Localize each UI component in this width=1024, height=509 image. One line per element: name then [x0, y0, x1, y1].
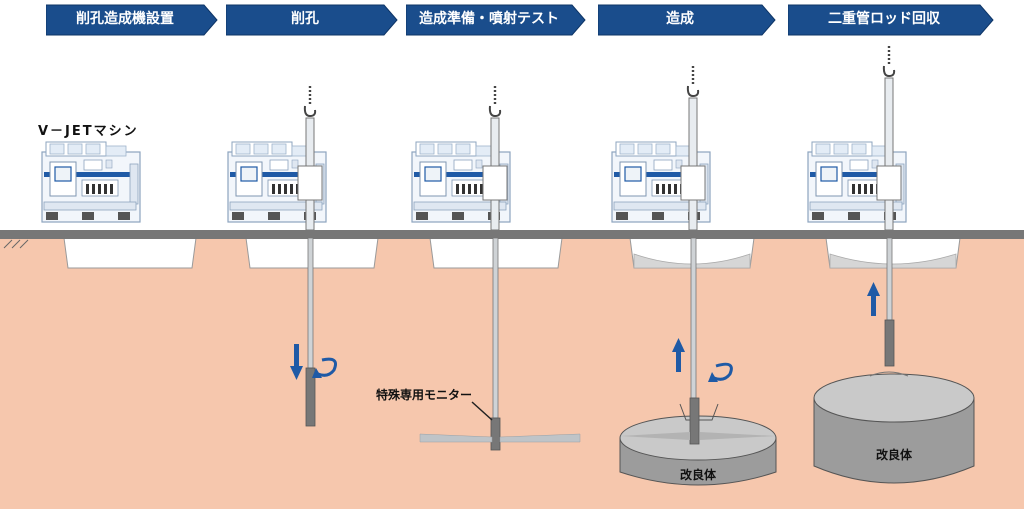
- improved-body-label-2: 改良体: [876, 448, 913, 462]
- slurry-pit-4: [633, 253, 751, 269]
- surface-pits: [63, 237, 961, 269]
- step-4-chevron: [598, 4, 776, 36]
- rig-3: [482, 84, 508, 451]
- step-5-label: 二重管ロッド回収: [828, 11, 940, 27]
- improved-body-forming: [619, 397, 777, 486]
- monitor-label: 特殊専用モニター: [376, 388, 473, 402]
- step-4-header: 造成: [598, 4, 776, 38]
- rotate-arrowhead-icon: [312, 368, 322, 378]
- step-1-chevron: [46, 4, 218, 36]
- improved-body-complete: [813, 371, 975, 484]
- machine-1: [41, 141, 141, 223]
- step-3-label: 造成準備・噴射テスト: [419, 11, 559, 27]
- up-arrow-icon-step4: [672, 338, 685, 372]
- rotate-arrowhead-icon-step4: [708, 372, 718, 382]
- step-2-header: 削孔: [226, 4, 398, 38]
- step-3-header: 造成準備・噴射テスト: [406, 4, 586, 38]
- step-2-label: 削孔: [291, 11, 319, 27]
- step-2-chevron: [226, 4, 398, 36]
- ground-surface: [0, 230, 1024, 239]
- rig-4: [680, 64, 706, 399]
- step-3-chevron: [406, 4, 586, 36]
- rotate-arrow-icon-step4: [713, 362, 733, 381]
- rig-5: [876, 44, 902, 367]
- step-5-chevron: [788, 4, 994, 36]
- ground-hatch: [3, 239, 29, 249]
- jet-spray: [419, 433, 581, 443]
- step-1-header: 削孔造成機設置: [46, 4, 218, 38]
- monitor-pointer: [471, 401, 493, 421]
- slurry-pit-5: [829, 253, 957, 269]
- rotate-arrow-icon: [317, 357, 337, 377]
- step-5-header: 二重管ロッド回収: [788, 4, 994, 38]
- down-arrow-icon: [290, 344, 303, 380]
- step-4-label: 造成: [666, 11, 694, 27]
- rig-2: [297, 84, 323, 427]
- machine-label: V－JETマシン: [38, 124, 139, 139]
- up-arrow-icon-step5: [867, 282, 880, 316]
- improved-body-label-1: 改良体: [680, 468, 717, 482]
- step-1-label: 削孔造成機設置: [76, 11, 174, 27]
